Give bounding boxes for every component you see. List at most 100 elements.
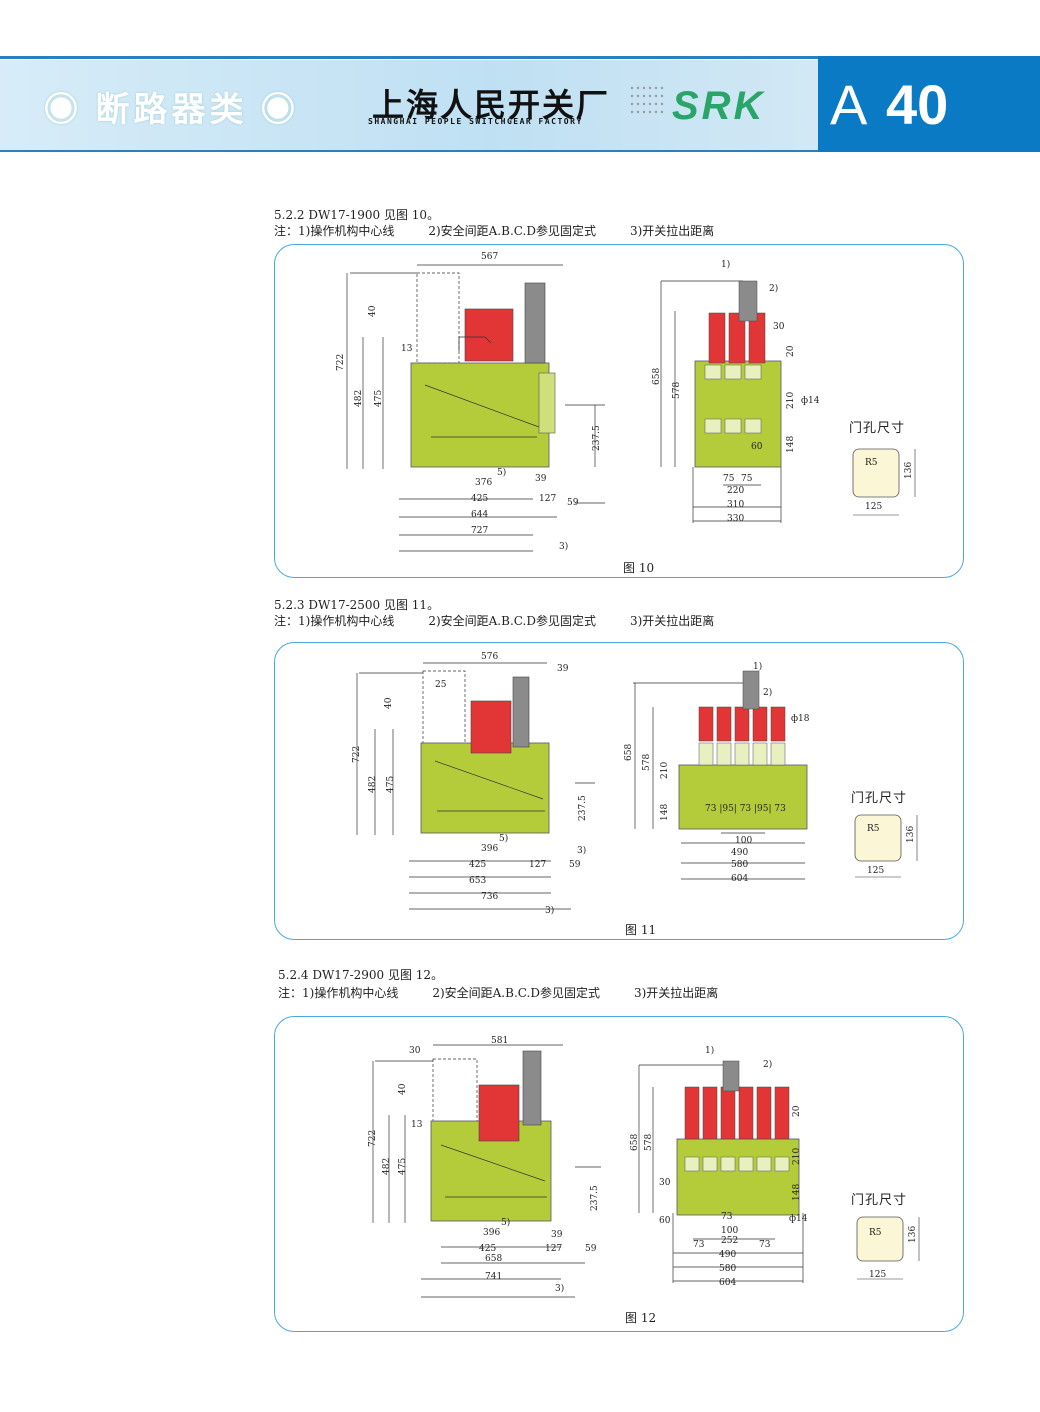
dim-148: 148 xyxy=(660,804,670,821)
figure-10-drawing: 567 40 13 722 482 475 237.5 5) 376 39 42… xyxy=(336,252,916,552)
category-title: ◉ 断路器类 ◉ xyxy=(44,91,299,129)
company-name-en: SHANGHAI PEOPLE SWITCHGEAR FACTORY xyxy=(368,117,583,126)
door-radius: R5 xyxy=(867,824,880,834)
note-2-clear: 2) xyxy=(769,283,778,294)
dim-490: 490 xyxy=(719,1250,736,1260)
section-title-1: 5.2.2 DW17-1900 见图 10。 xyxy=(274,208,440,222)
note-5: 5) xyxy=(499,833,508,844)
dim-658: 658 xyxy=(630,1134,640,1151)
dim-604: 604 xyxy=(719,1278,736,1288)
dim-60: 60 xyxy=(659,1216,671,1226)
figure-panel-10: 567 40 13 722 482 475 237.5 5) 376 39 42… xyxy=(274,244,964,578)
note-1-center: 1) xyxy=(721,259,730,270)
dim-39: 39 xyxy=(535,474,547,484)
dim-722: 722 xyxy=(336,354,346,371)
note-2: 2)安全间距A.B.C.D参见固定式 xyxy=(428,224,596,238)
door-cutout xyxy=(854,814,902,862)
dim-phi18: ф18 xyxy=(791,714,810,724)
dim-75b: 75 xyxy=(741,474,753,484)
dim-482: 482 xyxy=(382,1158,392,1175)
note-3-pull: 3) xyxy=(555,1283,564,1294)
dim-39: 39 xyxy=(551,1230,563,1240)
door-cutout xyxy=(852,448,900,498)
dim-252: 252 xyxy=(721,1236,738,1246)
dim-578: 578 xyxy=(642,754,652,771)
dim-604: 604 xyxy=(731,874,748,884)
dim-pitch: 73 |95| 73 |95| 73 xyxy=(705,804,786,814)
dim-581: 581 xyxy=(491,1036,508,1046)
note-3: 3)开关拉出距离 xyxy=(629,224,715,238)
dim-59: 59 xyxy=(569,860,581,870)
door-width: 125 xyxy=(867,866,884,876)
door-hole-title: 门孔尺寸 xyxy=(851,790,908,805)
dim-475: 475 xyxy=(386,776,396,793)
dim-13: 13 xyxy=(401,344,413,354)
dim-376: 376 xyxy=(475,478,492,488)
dim-576: 576 xyxy=(481,652,498,662)
figure-caption-12: 图 12 xyxy=(625,1311,657,1325)
dim-30-right: 30 xyxy=(659,1178,671,1188)
dim-210: 210 xyxy=(792,1148,802,1165)
dim-39-top: 39 xyxy=(557,664,569,674)
dim-40: 40 xyxy=(384,697,394,709)
figure-caption-10: 图 10 xyxy=(623,561,655,575)
note-1-center: 1) xyxy=(753,661,762,672)
dim-396: 396 xyxy=(481,844,498,854)
dim-237-5: 237.5 xyxy=(592,425,602,451)
dot-pattern-icon xyxy=(630,86,664,114)
dim-75a: 75 xyxy=(723,474,735,484)
dim-40: 40 xyxy=(368,305,378,317)
note-3: 3)开关拉出距离 xyxy=(633,986,719,1000)
door-radius: R5 xyxy=(869,1228,882,1238)
dim-59: 59 xyxy=(585,1244,597,1254)
note-2: 2)安全间距A.B.C.D参见固定式 xyxy=(428,614,596,628)
header-bottom-line xyxy=(0,150,818,152)
dim-237-5: 237.5 xyxy=(578,795,588,821)
dim-482: 482 xyxy=(354,390,364,407)
figure-caption-11: 图 11 xyxy=(625,923,657,937)
page-number: 40 xyxy=(886,73,949,136)
dim-phi14: ф14 xyxy=(789,1214,808,1224)
dim-658: 658 xyxy=(652,368,662,385)
note-3a: 3) xyxy=(577,845,586,856)
note-1-center: 1) xyxy=(705,1045,714,1056)
dim-578: 578 xyxy=(672,382,682,399)
figure-12-drawing: 581 30 40 13 722 482 475 237.5 5) 396 39… xyxy=(368,1036,920,1298)
dim-580: 580 xyxy=(731,860,748,870)
dim-425: 425 xyxy=(471,494,488,504)
dim-330: 330 xyxy=(727,514,744,524)
note-3-pull: 3) xyxy=(559,541,568,552)
figure-11-drawing: 576 39 25 40 722 482 475 237.5 5) 396 3)… xyxy=(352,652,918,916)
dim-210: 210 xyxy=(786,392,796,409)
note-2: 2)安全间距A.B.C.D参见固定式 xyxy=(432,986,600,1000)
door-radius: R5 xyxy=(865,458,878,468)
dim-100: 100 xyxy=(735,836,752,846)
dim-741: 741 xyxy=(485,1272,502,1282)
dim-578: 578 xyxy=(644,1134,654,1151)
dim-727: 727 xyxy=(471,526,488,536)
dim-425: 425 xyxy=(479,1244,496,1254)
dim-148: 148 xyxy=(792,1184,802,1201)
dim-127: 127 xyxy=(539,494,556,504)
note-1: 注：1)操作机构中心线 xyxy=(274,224,395,238)
dim-653: 653 xyxy=(469,876,486,886)
header-band xyxy=(0,60,818,150)
section-title-3: 5.2.4 DW17-2900 见图 12。 xyxy=(278,968,444,982)
section-notes-1: 注：1)操作机构中心线 2)安全间距A.B.C.D参见固定式 3)开关拉出距离 xyxy=(274,222,748,239)
dim-490: 490 xyxy=(731,848,748,858)
dim-482: 482 xyxy=(368,776,378,793)
company-name: 上海人民开关厂 xyxy=(372,87,611,123)
dim-60: 60 xyxy=(751,442,763,452)
dim-127: 127 xyxy=(545,1244,562,1254)
dim-73a: 73 xyxy=(693,1240,705,1250)
door-height: 136 xyxy=(904,462,914,479)
dim-658: 658 xyxy=(485,1254,502,1264)
dim-220: 220 xyxy=(727,486,744,496)
note-3-pull: 3) xyxy=(545,905,554,916)
figure-panel-12: 581 30 40 13 722 482 475 237.5 5) 396 39… xyxy=(274,1016,964,1332)
dim-310: 310 xyxy=(727,500,744,510)
page-number-box xyxy=(818,56,1040,152)
note-5: 5) xyxy=(501,1217,510,1228)
